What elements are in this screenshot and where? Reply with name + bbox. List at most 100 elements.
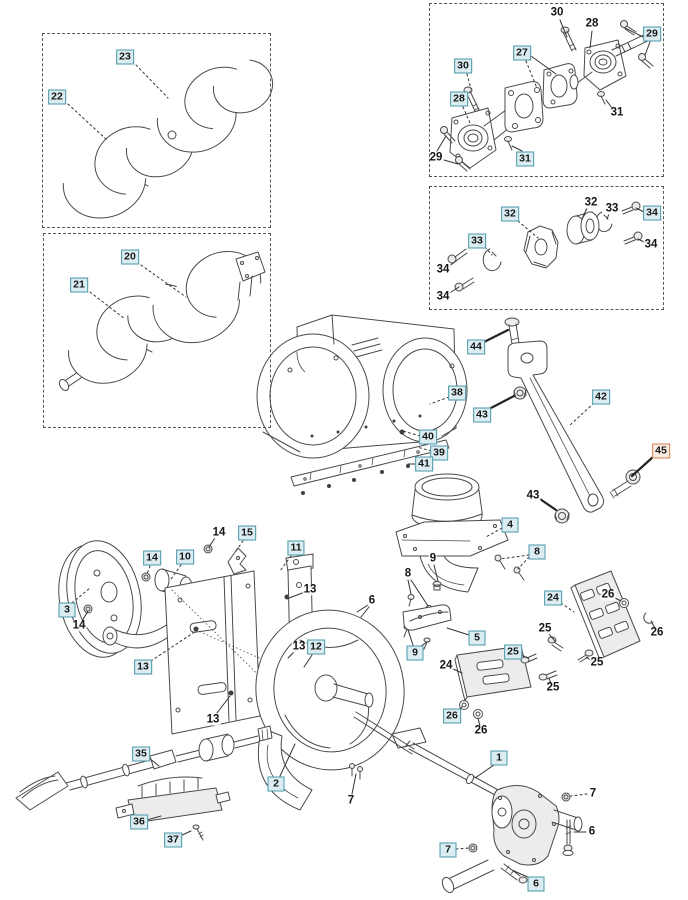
leader-line-2 xyxy=(279,743,296,777)
callout-31[interactable]: 31 xyxy=(516,151,534,167)
callout-5[interactable]: 5 xyxy=(468,630,486,646)
leader-line-24 xyxy=(560,602,575,613)
leader-line-27 xyxy=(530,55,557,75)
leader-line-6 xyxy=(513,870,531,879)
callout-42[interactable]: 42 xyxy=(592,389,610,405)
part-38-auger-housing xyxy=(256,314,468,459)
callout-30: 30 xyxy=(549,6,565,19)
callout-20[interactable]: 20 xyxy=(121,249,139,265)
leader-line-33 xyxy=(606,213,610,220)
callout-10[interactable]: 10 xyxy=(176,549,194,565)
leader-line-25 xyxy=(520,654,529,659)
leader-line-29 xyxy=(443,159,459,165)
callout-35[interactable]: 35 xyxy=(132,746,150,762)
callout-14[interactable]: 14 xyxy=(143,550,161,566)
part-29-bolts xyxy=(440,20,654,172)
callout-25[interactable]: 25 xyxy=(504,644,522,660)
leader-line-45 xyxy=(630,455,655,478)
part-25-bolts xyxy=(520,636,594,681)
callout-43[interactable]: 43 xyxy=(473,407,491,423)
callout-12[interactable]: 12 xyxy=(307,639,325,655)
leader-line-6 xyxy=(360,606,370,618)
callout-6: 6 xyxy=(367,594,377,607)
part-37-screw xyxy=(192,824,204,841)
leader-line-31 xyxy=(605,99,613,109)
callout-9[interactable]: 9 xyxy=(406,645,424,661)
leader-line-8 xyxy=(517,556,530,570)
callout-45[interactable]: 45 xyxy=(652,443,670,459)
callout-3[interactable]: 3 xyxy=(58,602,76,618)
callout-22[interactable]: 22 xyxy=(48,89,66,105)
callout-41[interactable]: 41 xyxy=(415,456,433,472)
callout-7[interactable]: 7 xyxy=(439,842,457,858)
callout-11[interactable]: 11 xyxy=(287,540,305,556)
callout-39[interactable]: 39 xyxy=(430,445,448,461)
part-35-impeller-shaft xyxy=(15,725,273,811)
leader-line-14 xyxy=(146,565,151,575)
group-frame-3 xyxy=(429,3,664,177)
callout-34: 34 xyxy=(643,238,659,251)
callout-44[interactable]: 44 xyxy=(467,339,485,355)
leader-line-4 xyxy=(485,527,503,538)
part-7-nuts xyxy=(468,792,571,853)
leader-line-35 xyxy=(148,757,160,767)
callout-24: 24 xyxy=(438,659,454,672)
callout-32[interactable]: 32 xyxy=(501,206,519,222)
part-5-deflector xyxy=(402,604,452,631)
callout-25: 25 xyxy=(545,681,561,694)
part-44-bolt xyxy=(504,317,520,345)
leader-line-33 xyxy=(484,246,493,256)
part-41-bolts xyxy=(301,464,410,495)
leader-line-34 xyxy=(635,207,645,213)
callout-4[interactable]: 4 xyxy=(501,517,519,533)
callout-13: 13 xyxy=(302,583,318,596)
callout-6[interactable]: 6 xyxy=(527,876,545,892)
callout-13[interactable]: 13 xyxy=(134,659,152,675)
callout-27[interactable]: 27 xyxy=(513,45,531,61)
group-frame-4 xyxy=(429,186,664,310)
leader-line-3 xyxy=(71,587,91,604)
callout-34[interactable]: 34 xyxy=(643,205,661,221)
part-36-bearing-bracket xyxy=(115,776,231,824)
leader-line-14 xyxy=(208,537,216,548)
callout-1[interactable]: 1 xyxy=(490,750,508,766)
leader-line-1 xyxy=(474,764,495,779)
callout-13: 13 xyxy=(291,640,307,653)
leader-line-7 xyxy=(570,793,588,797)
part-45-bolt xyxy=(609,469,641,499)
callout-37[interactable]: 37 xyxy=(164,832,182,848)
leader-line-14 xyxy=(81,610,89,622)
callout-29[interactable]: 29 xyxy=(643,26,661,42)
part-27-flanges xyxy=(504,63,578,133)
leader-line-20 xyxy=(140,264,187,298)
callout-40[interactable]: 40 xyxy=(419,429,437,445)
leader-line-13 xyxy=(150,630,197,662)
callout-2[interactable]: 2 xyxy=(267,776,285,792)
leader-line-22 xyxy=(67,103,109,142)
callout-38[interactable]: 38 xyxy=(448,385,466,401)
callout-15[interactable]: 15 xyxy=(238,525,256,541)
leader-line-15 xyxy=(235,540,244,552)
callout-24[interactable]: 24 xyxy=(544,590,562,606)
leader-line-43 xyxy=(538,497,558,512)
leader-line-13 xyxy=(216,695,231,714)
callout-36[interactable]: 36 xyxy=(130,814,148,830)
callout-26[interactable]: 26 xyxy=(443,708,461,724)
leader-line-26 xyxy=(477,717,481,727)
callout-7: 7 xyxy=(588,787,598,800)
callout-33[interactable]: 33 xyxy=(468,233,486,249)
leader-line-26 xyxy=(650,620,656,629)
leader-line-8 xyxy=(410,579,429,607)
callout-23[interactable]: 23 xyxy=(116,49,134,65)
callout-21[interactable]: 21 xyxy=(70,277,88,293)
callout-28[interactable]: 28 xyxy=(450,91,468,107)
group-frame-2 xyxy=(43,233,271,428)
callout-7: 7 xyxy=(346,794,356,807)
callout-8[interactable]: 8 xyxy=(528,544,546,560)
leader-line-8 xyxy=(499,554,530,560)
leader-line-9 xyxy=(407,629,414,646)
leader-line-29 xyxy=(644,41,651,56)
callout-26: 26 xyxy=(600,588,616,601)
callout-30[interactable]: 30 xyxy=(454,58,472,74)
